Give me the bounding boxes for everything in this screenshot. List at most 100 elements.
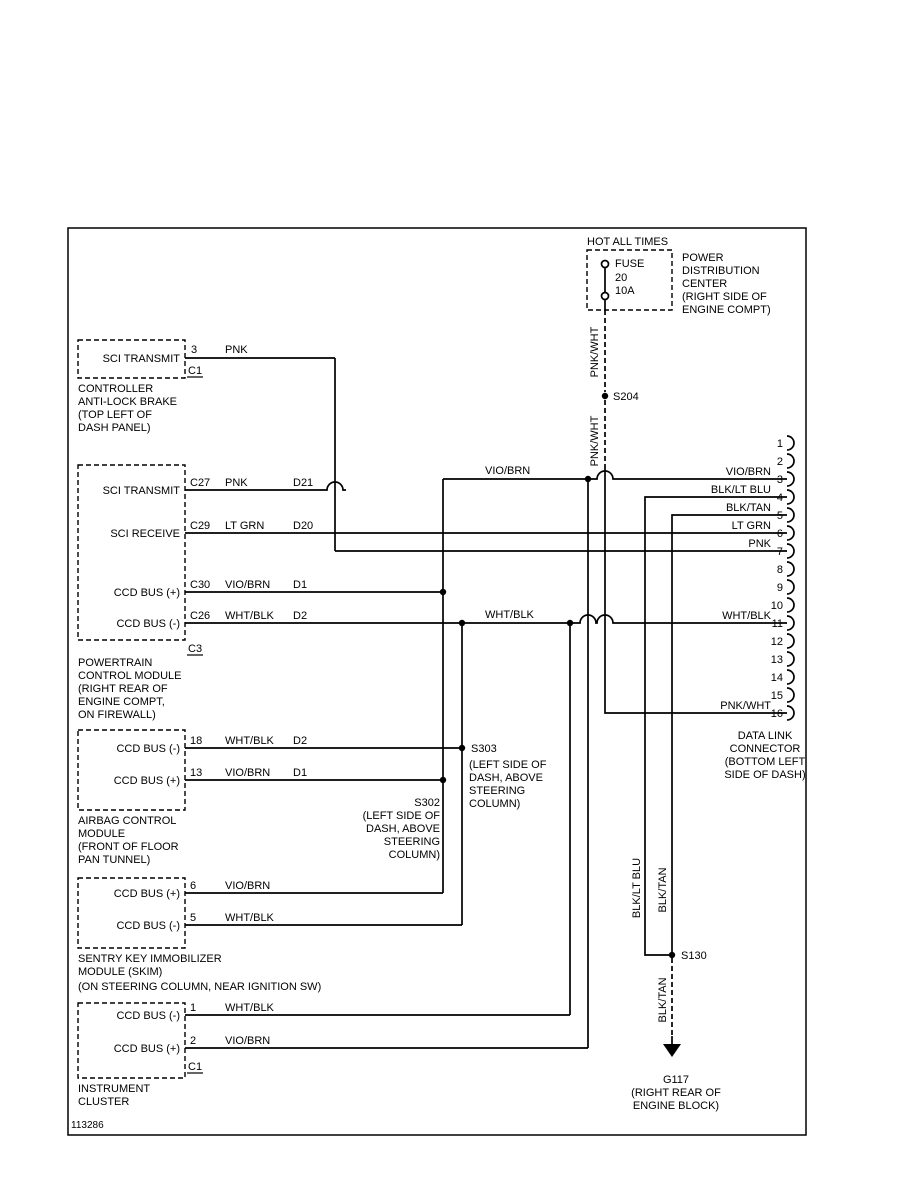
splice-s130-dot bbox=[668, 951, 676, 959]
wire-label-pnk-wht-lower: PNK/WHT bbox=[589, 415, 601, 466]
dlc-pin-cavity bbox=[786, 561, 795, 577]
pcm-connector-label: C3 bbox=[188, 643, 202, 655]
splice-s302-location: DASH, ABOVE bbox=[366, 823, 440, 835]
splice-s302-location: COLUMN) bbox=[389, 849, 440, 861]
wire-whtblk-to-dlc11 bbox=[185, 614, 787, 624]
junction-dot bbox=[458, 619, 466, 627]
skim-wire-color: WHT/BLK bbox=[225, 912, 275, 924]
dlc-pin-cavity bbox=[786, 507, 795, 523]
airbag-pin-number: 13 bbox=[190, 767, 202, 779]
dlc-wire-label: LT GRN bbox=[732, 520, 771, 532]
diagram-number: 113286 bbox=[71, 1120, 104, 1131]
abs-pin-label: SCI TRANSMIT bbox=[103, 353, 181, 365]
wire-blkltblu-dlc4 bbox=[644, 496, 787, 956]
pcm-caption-line: POWERTRAIN bbox=[78, 657, 152, 669]
cluster-wire-color: VIO/BRN bbox=[225, 1035, 270, 1047]
pdc-caption-line: ENGINE COMPT) bbox=[682, 304, 771, 316]
dlc-pin-cavity bbox=[786, 489, 795, 505]
airbag-pin-label: CCD BUS (+) bbox=[114, 775, 180, 787]
pcm-circuit-id: D2 bbox=[293, 610, 307, 622]
ground-symbol-icon bbox=[663, 1044, 681, 1057]
airbag-circuit-id: D1 bbox=[293, 767, 307, 779]
splice-s303-label: S303 bbox=[471, 743, 497, 755]
wire-label-blktan-lower: BLK/TAN bbox=[657, 977, 669, 1022]
splice-s303-location: (LEFT SIDE OF bbox=[469, 759, 547, 771]
skim-pin-label: CCD BUS (+) bbox=[114, 888, 180, 900]
abs-caption-line: DASH PANEL) bbox=[78, 422, 151, 434]
dlc-pin-number: 5 bbox=[777, 510, 783, 522]
abs-caption-line: ANTI-LOCK BRAKE bbox=[78, 396, 177, 408]
splice-s302-label: S302 bbox=[414, 797, 440, 809]
dlc-pin-number: 3 bbox=[777, 474, 783, 486]
wire-label-pnk-wht-upper: PNK/WHT bbox=[589, 326, 601, 377]
splice-s303-location: STEERING bbox=[469, 785, 525, 797]
pcm-pin-label: SCI TRANSMIT bbox=[103, 485, 181, 497]
airbag-caption-line: AIRBAG CONTROL bbox=[78, 815, 176, 827]
dlc-wire-label: BLK/TAN bbox=[726, 502, 771, 514]
pcm-pin-number: C29 bbox=[190, 520, 210, 532]
abs-pin-number: 3 bbox=[191, 344, 197, 356]
junction-dot bbox=[584, 475, 592, 483]
dlc-pin-cavity bbox=[786, 435, 795, 451]
wire-pnk-c27 bbox=[185, 481, 346, 491]
skim-pin-number: 6 bbox=[190, 880, 196, 892]
cluster-caption-line: CLUSTER bbox=[78, 1096, 129, 1108]
airbag-control-module: CCD BUS (-) 18 WHT/BLK D2 CCD BUS (+) 13… bbox=[77, 729, 462, 866]
wire-label-blktan: BLK/TAN bbox=[657, 867, 669, 912]
ground-branch: S130 G117 (RIGHT REAR OF ENGINE BLOCK) B… bbox=[631, 496, 787, 1112]
airbag-circuit-id: D2 bbox=[293, 735, 307, 747]
pcm-pin-label: SCI RECEIVE bbox=[110, 528, 180, 540]
dlc-wire-label: BLK/LT BLU bbox=[711, 484, 771, 496]
dlc-pin-number: 6 bbox=[777, 528, 783, 540]
cluster-connector-label: C1 bbox=[188, 1061, 202, 1073]
splice-s204-label: S204 bbox=[613, 391, 639, 403]
splice-s303-location: COLUMN) bbox=[469, 798, 520, 810]
dlc-pin-number: 11 bbox=[772, 618, 783, 630]
splice-s303-location: DASH, ABOVE bbox=[469, 772, 543, 784]
dlc-pin-number: 8 bbox=[777, 564, 783, 576]
cluster-pin-number: 1 bbox=[190, 1002, 196, 1014]
fuse-label: FUSE bbox=[615, 258, 644, 270]
pcm-wire-color: WHT/BLK bbox=[225, 610, 275, 622]
junction-dot bbox=[566, 619, 574, 627]
abs-connector-label: C1 bbox=[188, 365, 202, 377]
dlc-pin-number: 13 bbox=[771, 654, 783, 666]
fuse-rating: 10A bbox=[615, 285, 635, 297]
dlc-pin-cavity bbox=[786, 705, 795, 721]
diagram-border bbox=[67, 227, 807, 1136]
abs-controller-module: SCI TRANSMIT 3 PNK C1 CONTROLLER ANTI-LO… bbox=[77, 339, 335, 434]
dlc-pin-cavity bbox=[786, 687, 795, 703]
cluster-wire-color: WHT/BLK bbox=[225, 1002, 275, 1014]
pcm-pin-label: CCD BUS (+) bbox=[114, 587, 180, 599]
skim-pin-number: 5 bbox=[190, 912, 196, 924]
pcm-pin-number: C30 bbox=[190, 579, 210, 591]
ground-name: G117 bbox=[663, 1074, 689, 1086]
pdc-box bbox=[586, 249, 673, 311]
dlc-pin-number: 12 bbox=[771, 636, 783, 648]
skim-caption-line: MODULE (SKIM) bbox=[78, 966, 162, 978]
pcm-caption-line: ENGINE COMPT, bbox=[78, 696, 165, 708]
pcm-caption-line: CONTROL MODULE bbox=[78, 670, 182, 682]
dlc-pin-cavity bbox=[786, 669, 795, 685]
airbag-box bbox=[77, 729, 186, 811]
fuse-number: 20 bbox=[615, 272, 627, 284]
wire-label-blkltblu: BLK/LT BLU bbox=[631, 858, 643, 918]
wire-label-whtblk-mid: WHT/BLK bbox=[485, 609, 535, 621]
pcm-wire-color: VIO/BRN bbox=[225, 579, 270, 591]
abs-caption-line: CONTROLLER bbox=[78, 383, 153, 395]
pcm-wire-color: LT GRN bbox=[225, 520, 264, 532]
dlc-pin-number: 14 bbox=[771, 672, 783, 684]
cluster-pin-label: CCD BUS (+) bbox=[114, 1043, 180, 1055]
dlc-pin-number: 10 bbox=[771, 600, 783, 612]
dlc-pin-cavity bbox=[786, 525, 795, 541]
dlc-pin-cavity bbox=[786, 597, 795, 613]
dlc-pin-number: 9 bbox=[777, 582, 783, 594]
pcm-circuit-id: D20 bbox=[293, 520, 313, 532]
dlc-wire-label: VIO/BRN bbox=[726, 466, 771, 478]
skim-pin-label: CCD BUS (-) bbox=[116, 920, 180, 932]
dlc-wire-label: PNK bbox=[748, 538, 771, 550]
ground-caption-line: ENGINE BLOCK) bbox=[633, 1100, 719, 1112]
